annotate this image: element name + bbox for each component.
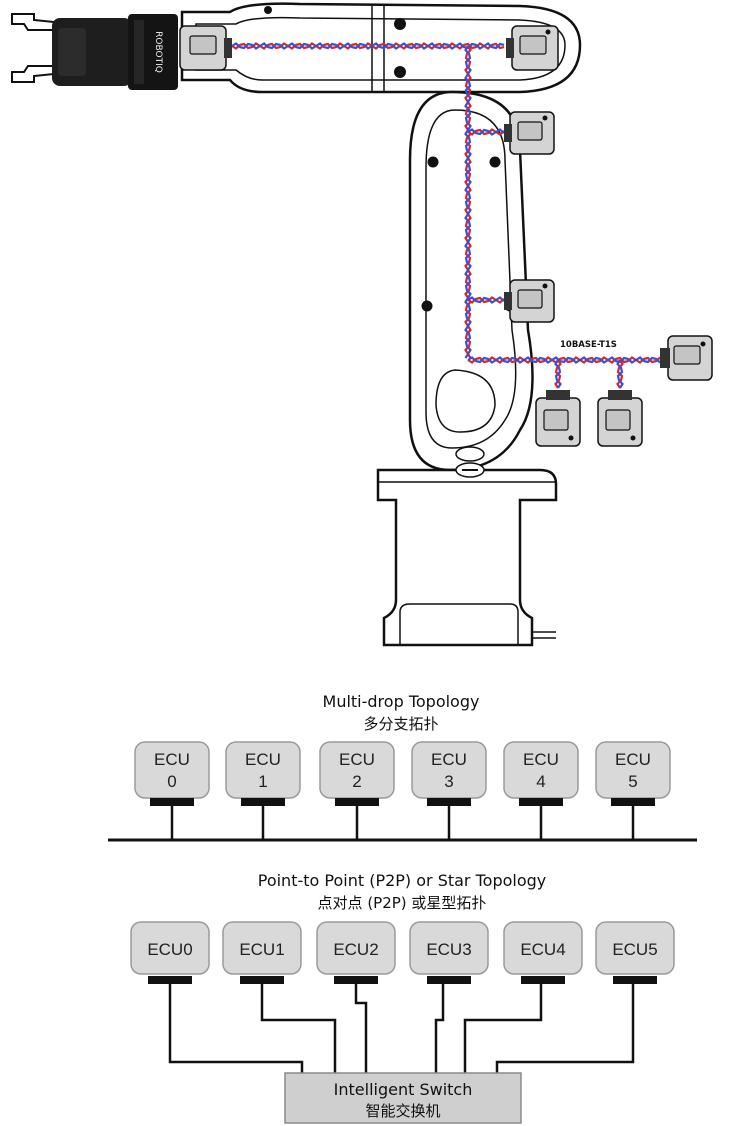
- star-title-en: Point-to Point (P2P) or Star Topology: [258, 871, 547, 890]
- link-ecu3: [434, 983, 445, 1075]
- robot-base: [376, 468, 558, 647]
- multidrop-ecu-2: ECU 2: [319, 741, 395, 840]
- ecu-connector: [150, 798, 194, 806]
- multidrop-ecu-1: ECU 1: [225, 741, 301, 840]
- ecu-label: ECU2: [333, 940, 378, 959]
- link-ecu0: [168, 983, 304, 1075]
- ecu-connector: [613, 976, 657, 984]
- ecu-label-number: 3: [444, 772, 453, 791]
- multidrop-ecu-0: ECU 0: [134, 741, 210, 840]
- ecu-label-number: 5: [628, 772, 637, 791]
- ecu-box: [503, 921, 583, 975]
- robot-arm-illustration: ROBOTIQ: [11, 2, 713, 647]
- gripper-icon: ROBOTIQ: [11, 13, 178, 90]
- ecu-connector: [241, 798, 285, 806]
- switch-label-zh: 智能交换机: [365, 1102, 440, 1120]
- multidrop-title-en: Multi-drop Topology: [323, 692, 480, 711]
- bus-label: 10BASE-T1S: [560, 340, 617, 350]
- star-ecu-3: ECU3: [409, 921, 489, 984]
- multidrop-topology: Multi-drop Topology 多分支拓扑 ECU0ECU1ECU2EC…: [108, 692, 697, 842]
- cable-wire-b-1: [464, 45, 472, 359]
- multidrop-ecu-4: ECU 4: [503, 741, 579, 840]
- ecu-connector: [427, 976, 471, 984]
- star-ecu-1: ECU1: [222, 921, 302, 984]
- star-ecu-4: ECU4: [503, 921, 583, 984]
- ecu-label: ECU5: [612, 940, 657, 959]
- ecu-label-top: ECU: [523, 750, 559, 769]
- multidrop-ecu-5: ECU 5: [595, 741, 671, 840]
- ecu-connector: [611, 798, 655, 806]
- cable-wire-b-0: [231, 42, 505, 50]
- ecu-connector: [335, 798, 379, 806]
- ecu-box: [130, 921, 210, 975]
- ecu-label-top: ECU: [245, 750, 281, 769]
- ecu-box: [595, 921, 675, 975]
- node-connector-wrist: [506, 25, 559, 71]
- ecu-connector: [148, 976, 192, 984]
- ecu-label-number: 4: [536, 772, 545, 791]
- link-ecu4: [463, 983, 543, 1075]
- brand-text: ROBOTIQ: [153, 31, 163, 73]
- ecu-connector: [519, 798, 563, 806]
- star-topology: Point-to Point (P2P) or Star Topology 点对…: [130, 871, 675, 1124]
- link-ecu2: [354, 983, 368, 1075]
- node-connector-elbow: [504, 111, 555, 155]
- multidrop-ecu-3: ECU 3: [411, 741, 487, 840]
- ecu-connector: [427, 798, 471, 806]
- ecu-label: ECU4: [520, 940, 565, 959]
- ecu-label-number: 2: [352, 772, 361, 791]
- ecu-label: ECU3: [426, 940, 471, 959]
- intelligent-switch: Intelligent Switch 智能交换机: [284, 1072, 522, 1124]
- cable-wire-b-6: [616, 359, 624, 389]
- star-point-to-point-links: [168, 983, 635, 1075]
- star-ecu-5: ECU5: [595, 921, 675, 984]
- ecu-label-top: ECU: [431, 750, 467, 769]
- multidrop-title-zh: 多分支拓扑: [363, 715, 438, 733]
- cable-wire-b-4: [467, 356, 661, 364]
- ecu-label-number: 1: [258, 772, 267, 791]
- node-connector-gripper: [179, 25, 232, 71]
- ecu-box: [222, 921, 302, 975]
- node-connector-external: [660, 335, 713, 381]
- ecu-label-top: ECU: [615, 750, 651, 769]
- node-connector-external-3: [597, 390, 643, 447]
- star-ecu-2: ECU2: [316, 921, 396, 984]
- link-ecu1: [260, 983, 337, 1075]
- star-title-zh: 点对点 (P2P) 或星型拓扑: [318, 894, 487, 912]
- ecu-label: ECU0: [147, 940, 192, 959]
- ecu-box: [409, 921, 489, 975]
- cable-wire-b-5: [554, 359, 562, 389]
- node-connector-forearm: [504, 279, 555, 323]
- node-connector-external-2: [535, 390, 581, 447]
- cable-wire-a-1: [464, 45, 472, 359]
- twisted-pair-cable: [231, 42, 661, 389]
- ecu-label-top: ECU: [154, 750, 190, 769]
- switch-label-en: Intelligent Switch: [334, 1080, 473, 1099]
- link-ecu5: [495, 983, 635, 1075]
- cable-wire-a-4: [467, 356, 661, 364]
- ecu-label-number: 0: [167, 772, 176, 791]
- cable-wire-b-2: [467, 128, 505, 136]
- star-ecu-0: ECU0: [130, 921, 210, 984]
- ecu-box: [316, 921, 396, 975]
- ecu-label-top: ECU: [339, 750, 375, 769]
- cable-wire-b-3: [467, 296, 505, 304]
- ecu-connector: [334, 976, 378, 984]
- cable-wire-a-0: [231, 42, 505, 50]
- ecu-connector: [521, 976, 565, 984]
- ecu-label: ECU1: [239, 940, 284, 959]
- ecu-connector: [240, 976, 284, 984]
